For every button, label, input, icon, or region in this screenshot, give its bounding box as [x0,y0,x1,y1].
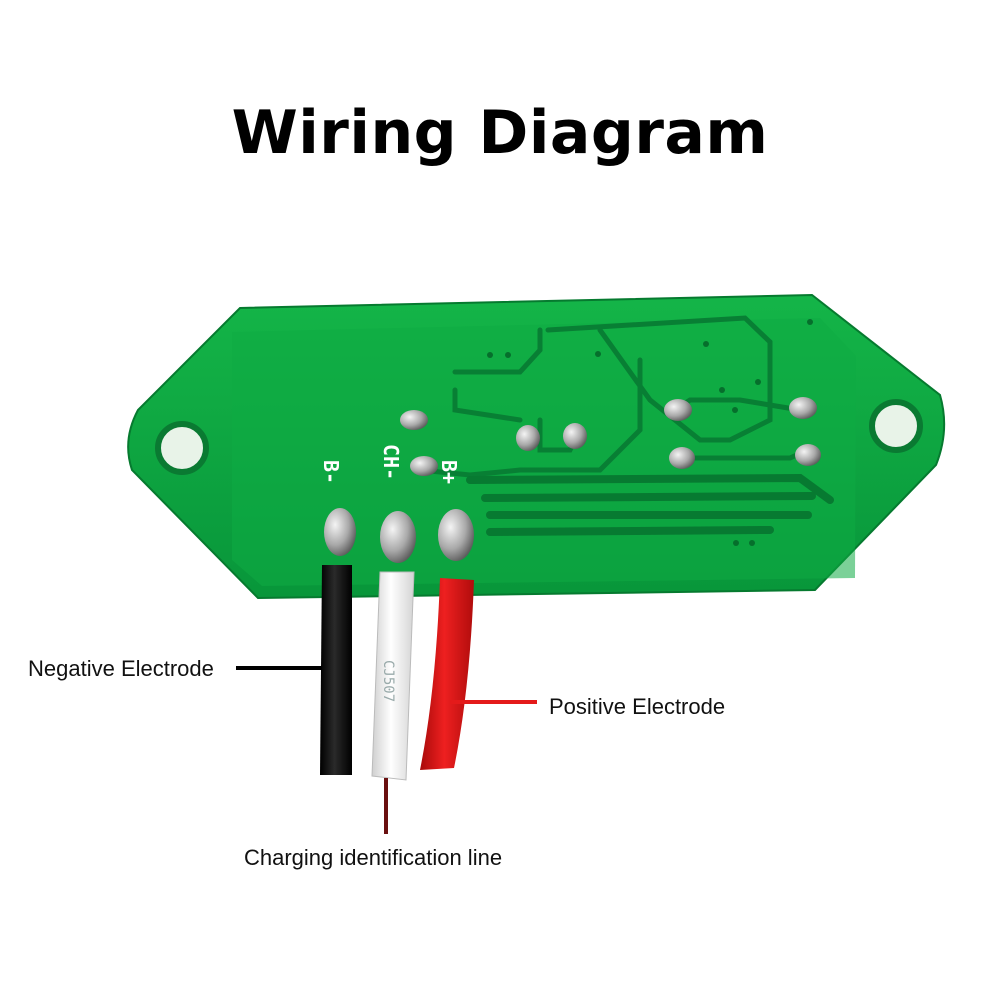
pcb-fingers [466,473,834,536]
pad-label-b-minus: B- [319,460,343,484]
solder-joints [400,397,821,476]
red-wire [420,578,474,770]
pad-label-ch-minus: CH- [379,444,403,480]
mounting-hole-right [869,399,923,453]
wire-terminals [324,508,474,563]
pcb-vias [487,319,813,546]
white-wire [371,571,415,781]
negative-electrode-label: Negative Electrode [28,656,214,681]
pad-label-b-plus: B+ [437,460,461,484]
mounting-hole-left [155,421,209,475]
positive-electrode-label: Positive Electrode [549,694,725,719]
diagram-title: Wiring Diagram [231,98,769,168]
charging-line-label: Charging identification line [244,845,502,870]
black-wire [320,565,352,775]
white-wire-print: CJ507 [380,660,396,702]
